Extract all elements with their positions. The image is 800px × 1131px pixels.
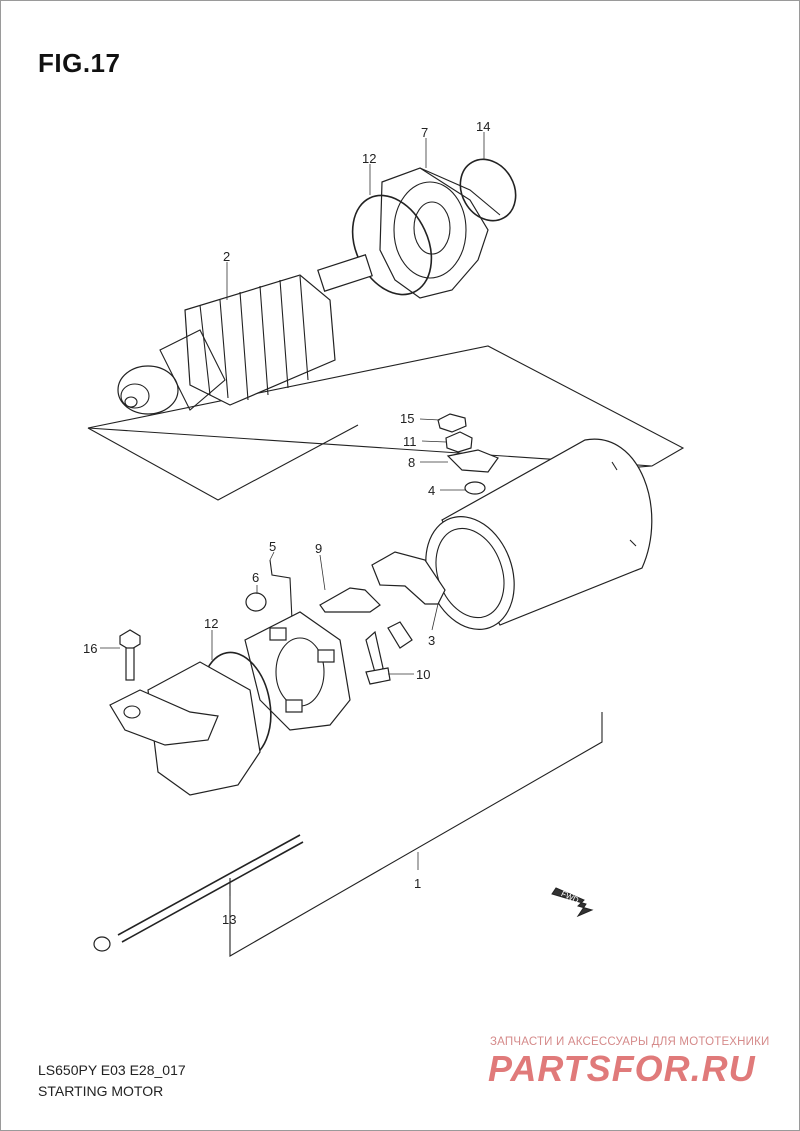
part-3-brush-small: [387, 621, 413, 649]
part-8-terminal-plate: [446, 449, 499, 473]
part-9-brush-holder-bracket: [319, 587, 381, 613]
callout-13: 13: [222, 912, 236, 927]
callout-15: 15: [400, 411, 414, 426]
part-1-yoke-housing: [425, 438, 653, 630]
callout-12-lower: 12: [204, 616, 218, 631]
part-7-end-cover: [379, 167, 501, 299]
part-14-o-ring: [459, 158, 517, 222]
part-16-bolt: [119, 629, 141, 681]
part-15-nut: [437, 413, 467, 433]
callout-8: 8: [408, 455, 415, 470]
callout-10: 10: [416, 667, 430, 682]
callout-14: 14: [476, 119, 490, 134]
callout-16: 16: [83, 641, 97, 656]
rear-end-cover: [109, 661, 261, 796]
model-code: LS650PY E03 E28_017: [38, 1062, 186, 1078]
fwd-direction-arrow: FWD: [551, 887, 594, 918]
callout-9: 9: [315, 541, 322, 556]
callout-4: 4: [428, 483, 435, 498]
part-2-armature: [117, 254, 373, 415]
callout-6: 6: [252, 570, 259, 585]
callout-5: 5: [269, 539, 276, 554]
part-13-through-bolt: [93, 834, 304, 952]
part-4-washer: [464, 481, 486, 495]
callout-3: 3: [428, 633, 435, 648]
callout-1: 1: [414, 876, 421, 891]
part-11-nut: [445, 431, 473, 453]
watermark-tagline: ЗАПЧАСТИ И АКСЕССУАРЫ ДЛЯ МОТОТЕХНИКИ: [490, 1036, 770, 1048]
callout-12-upper: 12: [362, 151, 376, 166]
figure-title: FIG.17: [38, 48, 121, 78]
callout-2: 2: [223, 249, 230, 264]
watermark-brand-logo: PARTSFOR.RU: [488, 1048, 756, 1089]
callout-11: 11: [403, 434, 417, 449]
fwd-label: FWD: [560, 889, 581, 905]
part-6-bushing: [245, 592, 267, 612]
diagram-name: STARTING MOTOR: [38, 1083, 164, 1099]
callout-7: 7: [421, 125, 428, 140]
part-5-brush-holder-plate: [244, 611, 351, 731]
part-10-terminal-bolt: [365, 630, 384, 678]
